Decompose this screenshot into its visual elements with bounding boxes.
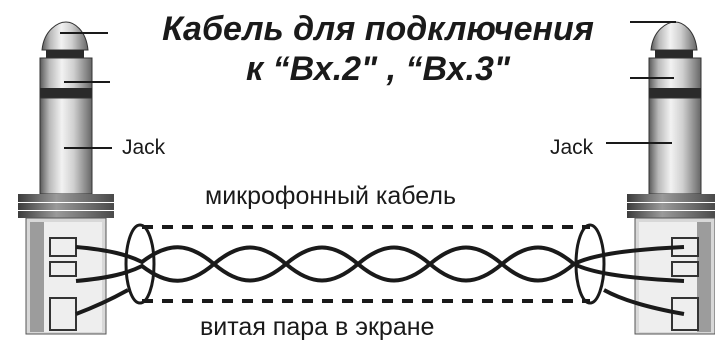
mic-cable-label: микрофонный кабель: [205, 182, 456, 210]
twisted-pair-wires: [75, 245, 685, 316]
title-line-1: Кабель для подключения: [162, 10, 594, 48]
jack-left-label: Jack: [122, 136, 166, 159]
title-line-2: к “Вх.2" , “Вх.3": [246, 50, 510, 88]
twisted-pair-label: витая пара в экране: [200, 313, 435, 341]
diagram-title: Кабель для подключения к “Вх.2" , “Вх.3": [128, 9, 628, 89]
left-jack-plug: [18, 21, 114, 335]
right-jack-plug: [606, 21, 715, 335]
cable-shield: [124, 223, 606, 305]
jack-right-label: Jack: [550, 136, 594, 159]
